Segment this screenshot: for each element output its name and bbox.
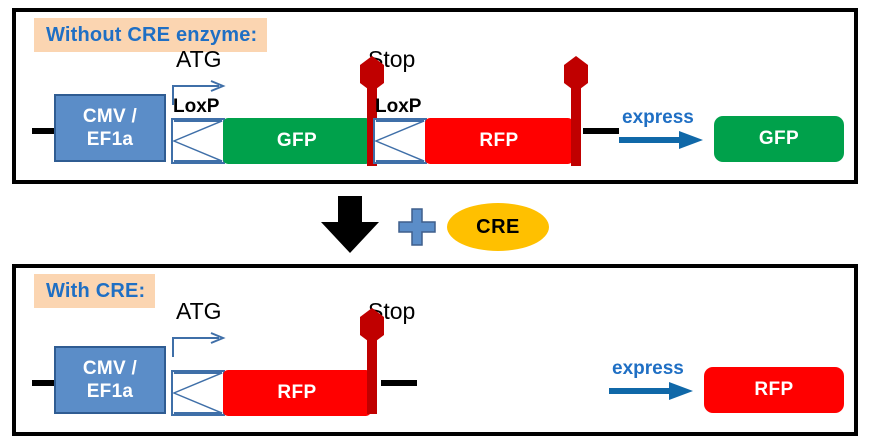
dna-backbone-right: [583, 128, 619, 134]
dna-backbone-right-2: [381, 380, 417, 386]
loxp-label-1: LoxP: [173, 96, 220, 117]
loxp-site-2: [373, 118, 427, 164]
panel-with-cre: With CRE: CMV / EF1a ATG RFP Sto: [12, 264, 858, 436]
atg-label-2: ATG: [176, 298, 222, 324]
promoter-cmv-ef1a: CMV / EF1a: [54, 94, 166, 162]
panel-without-cre: Without CRE enzyme: CMV / EF1a ATG LoxP: [12, 8, 858, 184]
stop-sign-icon-3: [355, 306, 389, 418]
down-arrow-icon: [320, 196, 380, 254]
cre-enzyme-badge: CRE: [447, 203, 549, 251]
express-arrow-icon-top: [617, 130, 707, 150]
promoter-label-line1: CMV /: [82, 106, 138, 127]
transcription-start-arrow-icon: [171, 80, 231, 106]
expressed-protein-gfp: GFP: [714, 116, 844, 162]
loxp-label-2: LoxP: [375, 96, 422, 117]
panel-title-with-cre: With CRE:: [34, 274, 156, 308]
promoter-cmv-ef1a-2: CMV / EF1a: [54, 346, 166, 414]
promoter-label-line1-2: CMV /: [82, 358, 138, 379]
promoter-label-line2-2: EF1a: [86, 381, 134, 402]
expressed-protein-rfp: RFP: [704, 367, 844, 413]
plus-icon: [398, 208, 436, 246]
loxp-site-1: [171, 118, 225, 164]
gene-body-gfp: GFP: [223, 118, 371, 164]
express-arrow-icon-bottom: [607, 381, 697, 401]
express-label-bottom: express: [612, 358, 684, 379]
promoter-label-line2: EF1a: [86, 129, 134, 150]
stop-sign-icon-2: [559, 54, 593, 166]
gene-body-rfp-2: RFP: [223, 370, 371, 416]
transcription-start-arrow-icon-2: [171, 332, 231, 358]
loxp-site-remaining: [171, 370, 225, 416]
stop-sign-icon-1: [355, 54, 389, 166]
gene-body-rfp: RFP: [425, 118, 573, 164]
express-label-top: express: [622, 107, 694, 128]
atg-label: ATG: [176, 46, 222, 72]
panel-title-without-cre: Without CRE enzyme:: [34, 18, 268, 52]
